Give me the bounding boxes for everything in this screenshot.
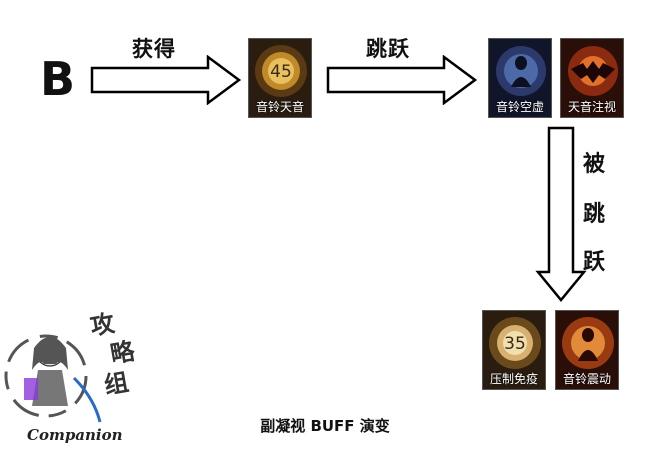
bell-sky-icon: 45 xyxy=(249,39,311,117)
buff-icon-void: 音铃空虚 xyxy=(488,38,552,118)
right-arrow-2 xyxy=(326,55,478,105)
mascot-logo-icon xyxy=(4,334,102,423)
vertical-label-char-2: 跳 xyxy=(583,202,606,227)
buff-icon-suppress-immune: 35 压制免疫 xyxy=(482,310,546,390)
bat-gaze-icon xyxy=(561,39,623,117)
final-counter: 35 xyxy=(504,334,526,354)
buff-label: 天音注视 xyxy=(567,100,616,114)
buff-label: 压制免疫 xyxy=(489,372,538,386)
start-counter: 45 xyxy=(270,62,292,82)
buff-label: 音铃震动 xyxy=(562,372,611,386)
right-arrow-1 xyxy=(90,55,242,105)
buff-icon-bell-quake: 音铃震动 xyxy=(555,310,619,390)
buff-icon-start: 45 音铃天音 xyxy=(248,38,312,118)
section-letter: B xyxy=(40,52,76,106)
bell-void-icon xyxy=(489,39,551,117)
buff-icon-gaze: 天音注视 xyxy=(560,38,624,118)
vertical-label-char-3: 跃 xyxy=(583,250,606,275)
diagram-caption: 副凝视 BUFF 演变 xyxy=(260,417,390,435)
buff-label: 音铃天音 xyxy=(255,100,304,114)
vertical-label-char-1: 被 xyxy=(583,152,606,177)
arrow-label-obtain: 获得 xyxy=(132,37,176,61)
suppress-immune-icon: 35 xyxy=(483,311,545,389)
bell-quake-icon xyxy=(556,311,618,389)
logo-wordmark: Companion xyxy=(27,426,123,444)
down-arrow xyxy=(535,126,587,302)
buff-label: 音铃空虚 xyxy=(495,100,544,114)
arrow-label-jump: 跳跃 xyxy=(366,37,410,61)
